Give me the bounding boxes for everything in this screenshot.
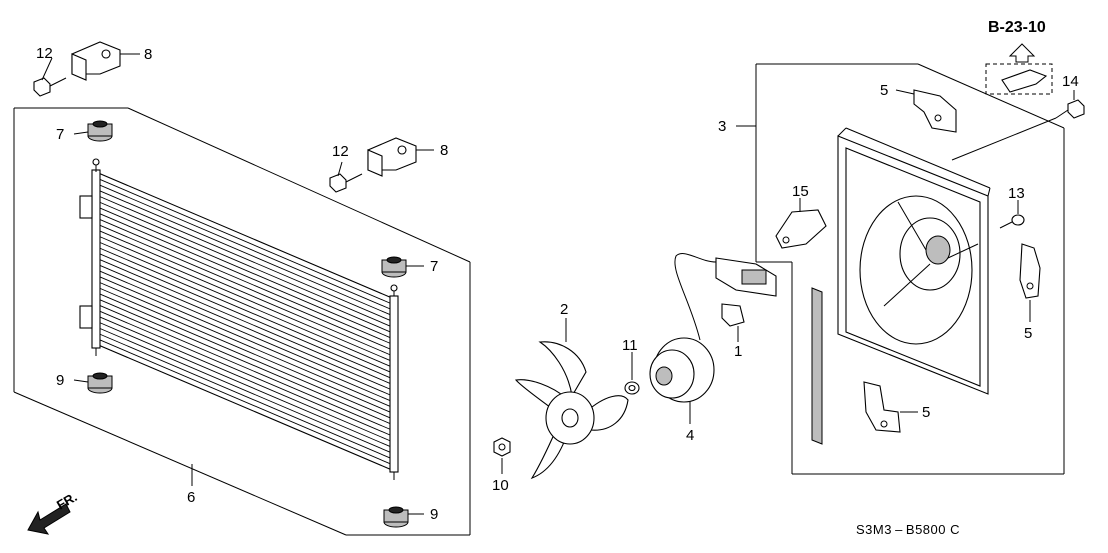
condenser-fin [99, 270, 391, 396]
leader-lines [41, 53, 1075, 515]
fan-shroud-icon[interactable] [837, 127, 991, 395]
condenser-fin [99, 242, 391, 367]
reference-inset [985, 43, 1053, 95]
condenser-fin [99, 184, 391, 310]
condenser-fin [99, 265, 391, 390]
callout-8: 8 [144, 46, 152, 63]
condenser-fin [99, 333, 391, 459]
harness-bracket-icon[interactable] [775, 209, 827, 249]
section-reference[interactable]: B-23-10 [988, 19, 1046, 36]
condenser-fin [99, 230, 391, 356]
condenser-fin [99, 219, 391, 344]
condenser-fins [99, 179, 391, 465]
bolt-icon[interactable] [329, 173, 363, 193]
callout-11: 11 [622, 337, 638, 354]
seal-strip-icon[interactable] [811, 287, 823, 445]
mounting-bracket-icon[interactable] [71, 41, 121, 81]
shroud-group-outline [755, 63, 1065, 475]
callout-13: 13 [1008, 185, 1025, 202]
callout-7: 7 [56, 126, 64, 143]
condenser-fin [99, 213, 391, 338]
mounting-bracket-icon[interactable] [367, 137, 417, 177]
condenser-fin [99, 259, 391, 384]
condenser-group-outline [13, 107, 471, 536]
flange-nut-icon[interactable] [493, 437, 511, 457]
callout-8: 8 [440, 142, 448, 159]
condenser-fin [99, 253, 391, 379]
condenser-fin [99, 196, 391, 321]
front-direction-arrow-icon [27, 503, 71, 535]
condenser-fin [99, 224, 391, 350]
condenser-fin [99, 207, 391, 333]
washer-icon[interactable] [624, 381, 640, 395]
callout-3: 3 [718, 118, 726, 135]
condenser-fin [99, 282, 391, 407]
condenser-fin [99, 316, 391, 442]
screw-icon[interactable] [999, 214, 1025, 229]
callout-1: 1 [734, 343, 742, 360]
upper-cushion-icon[interactable] [87, 120, 113, 142]
callout-12: 12 [36, 45, 53, 62]
condenser-fin [99, 247, 391, 373]
callout-5: 5 [880, 82, 888, 99]
callout-15: 15 [792, 183, 809, 200]
condenser-fin [99, 305, 391, 430]
condenser-fin [99, 328, 391, 453]
upper-cushion-icon[interactable] [381, 256, 407, 278]
diagram-code: S3M3 – B5800 C [856, 522, 960, 537]
callout-5: 5 [922, 404, 930, 421]
shroud-bracket-icon[interactable] [1019, 243, 1041, 299]
lower-cushion-icon[interactable] [87, 372, 113, 394]
condenser-fin [99, 276, 391, 402]
flange-bolt-icon[interactable] [1055, 99, 1085, 119]
shroud-bracket-icon[interactable] [913, 89, 957, 133]
bolt-icon[interactable] [33, 77, 67, 97]
callout-4: 4 [686, 427, 694, 444]
condenser-fin [99, 310, 391, 436]
wire-connector-icon[interactable] [715, 257, 777, 297]
condenser-fin [99, 322, 391, 447]
condenser-fin [99, 299, 391, 424]
callout-9: 9 [56, 372, 64, 389]
condenser-fin [99, 339, 391, 465]
fan-blade-icon[interactable] [514, 341, 629, 480]
lower-cushion-icon[interactable] [383, 506, 409, 528]
condenser-fin [99, 293, 391, 419]
callout-6: 6 [187, 489, 195, 506]
callout-9: 9 [430, 506, 438, 523]
callout-10: 10 [492, 477, 509, 494]
shroud-bracket-icon[interactable] [863, 381, 901, 433]
fan-motor-icon[interactable] [649, 253, 717, 403]
callout-2: 2 [560, 301, 568, 318]
condenser-icon[interactable] [79, 158, 399, 480]
callout-7: 7 [430, 258, 438, 275]
callout-5: 5 [1024, 325, 1032, 342]
condenser-fin [99, 201, 391, 327]
condenser-fin [99, 179, 391, 304]
condenser-fin [99, 287, 391, 413]
callout-12: 12 [332, 143, 349, 160]
connector-clip-icon[interactable] [721, 303, 745, 327]
callout-14: 14 [1062, 73, 1079, 90]
condenser-fin [99, 190, 391, 316]
condenser-fin [99, 236, 391, 361]
